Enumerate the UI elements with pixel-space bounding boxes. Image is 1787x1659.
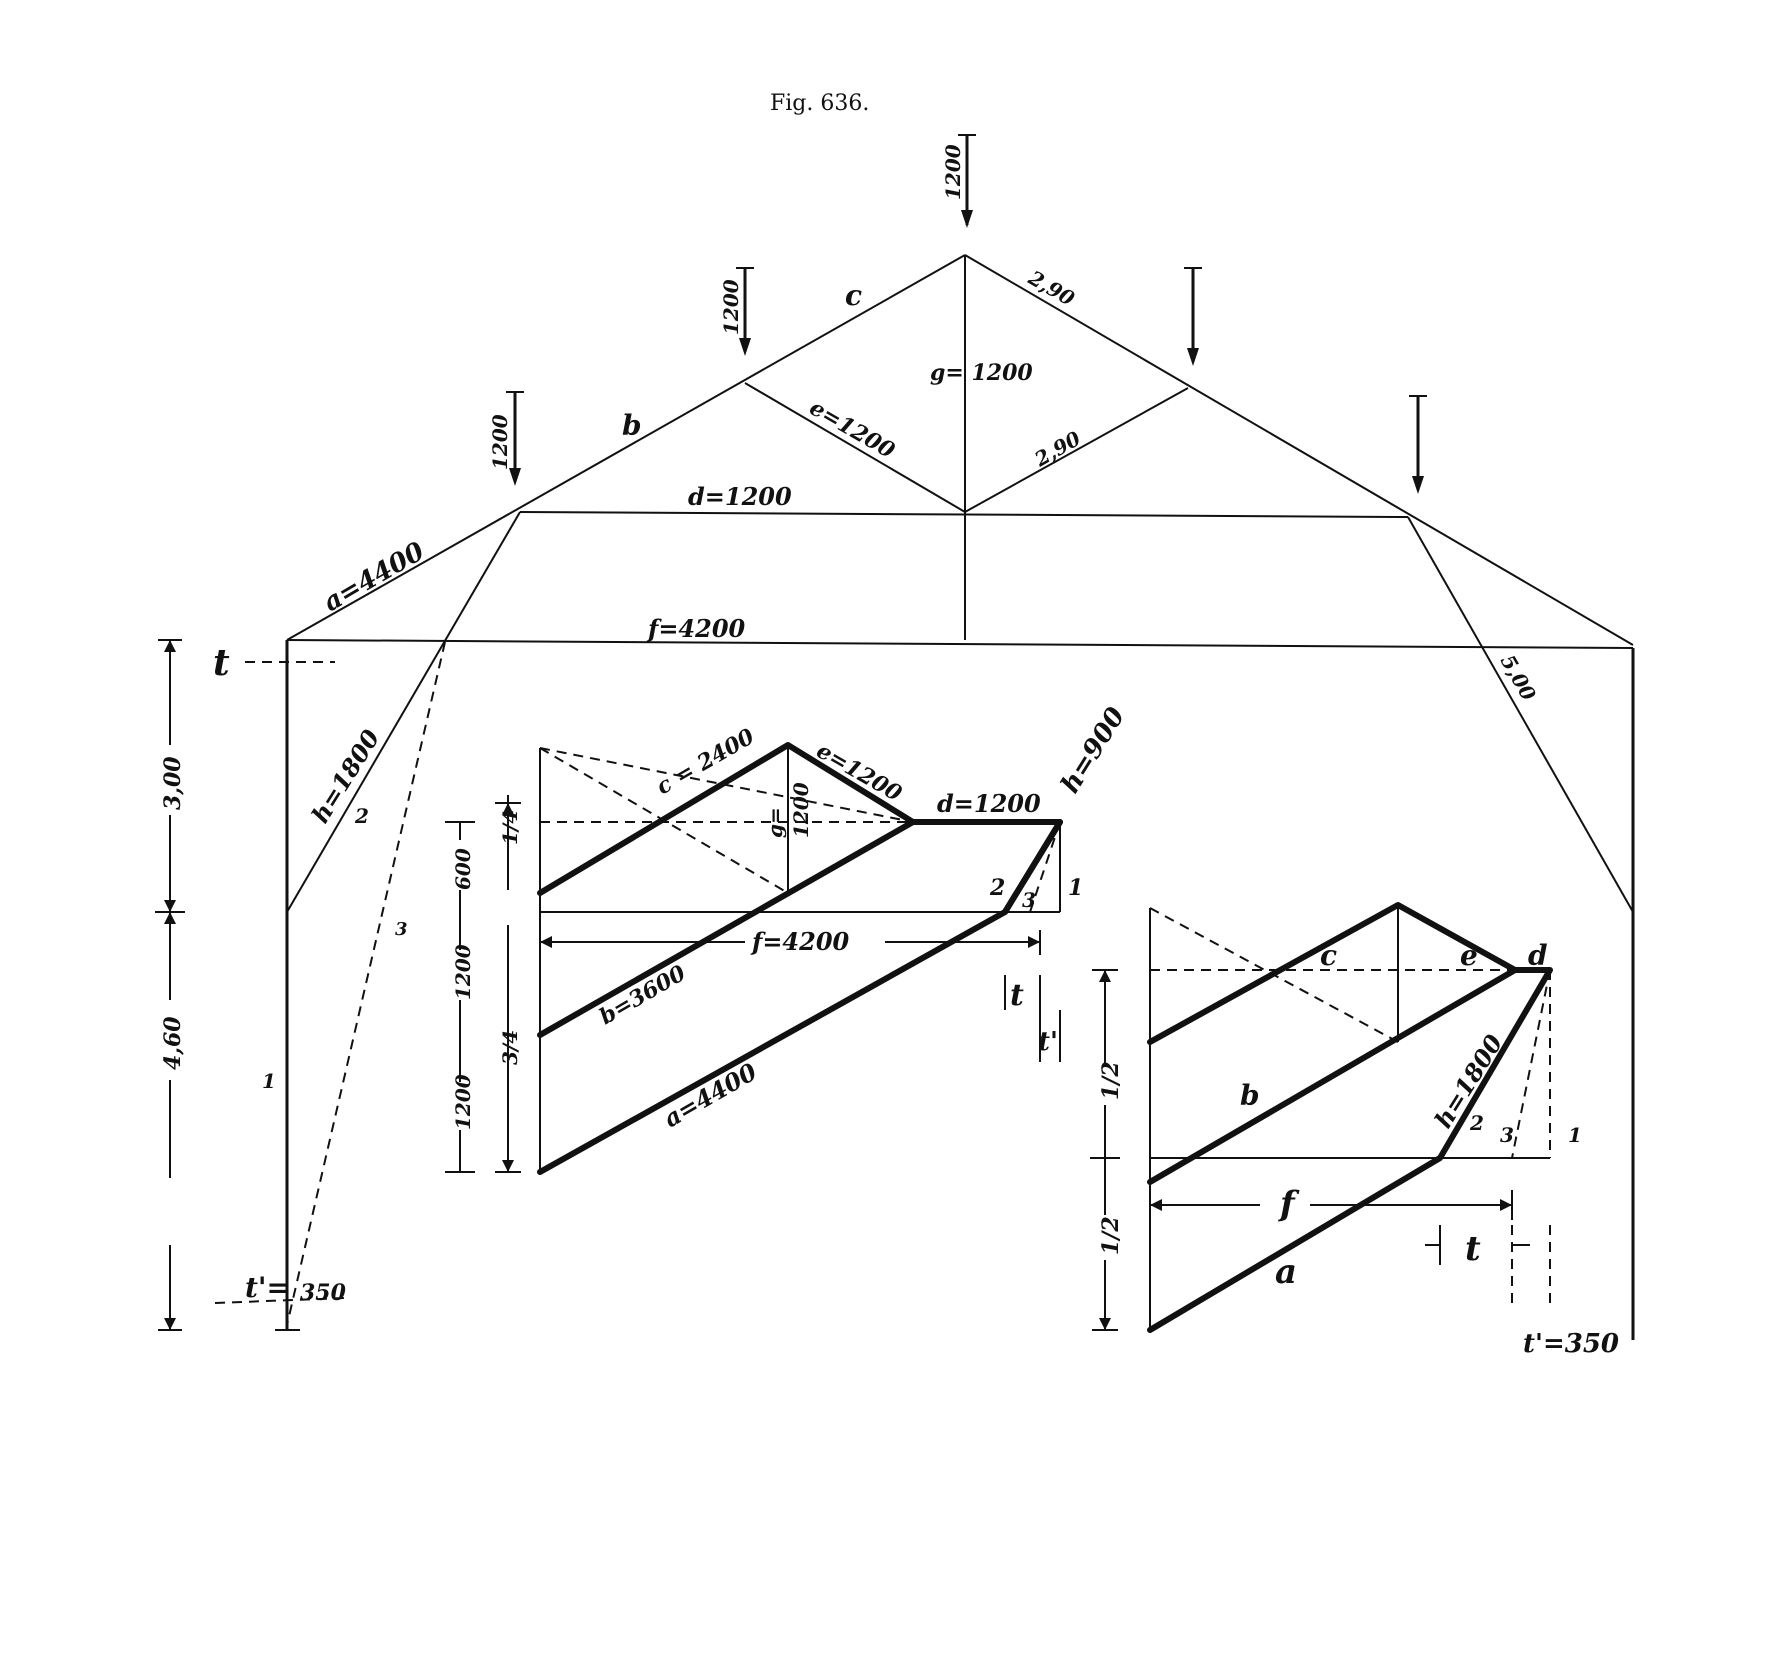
member-e-label: e=1200 <box>805 395 900 465</box>
left-rafter <box>286 254 966 641</box>
d1-e-label: e=1200 <box>812 738 907 808</box>
t-label: t <box>213 642 230 684</box>
force-diagram-2 <box>1090 902 1553 1333</box>
member-f-label: f=4200 <box>646 614 746 643</box>
dim-upper-label: 3,00 <box>160 756 186 810</box>
d1-frac-quarter: 1/4 <box>498 810 522 845</box>
d1-dim-1200-a: 1200 <box>451 944 475 1000</box>
d1-t-prime-label: t' <box>1038 1027 1058 1057</box>
force-polygon-1 <box>537 742 1063 1175</box>
d1-dim-1200-b: 1200 <box>451 1074 475 1130</box>
figure-title: Fig. 636. <box>770 91 869 116</box>
d1-frac-three-quarter: 3/4 <box>498 1030 522 1065</box>
member-right-top-label: 2,90 <box>1024 265 1079 311</box>
tie-d <box>519 511 1409 518</box>
member-c-label: c <box>845 279 862 312</box>
t-prime-value: 350 <box>300 1280 347 1306</box>
d1-g-top: g= <box>763 807 787 838</box>
member-right-inner-label: 2,90 <box>1030 426 1085 472</box>
strut-h-left <box>286 511 521 913</box>
d1-t-label: t <box>1010 978 1024 1013</box>
d2-c-label: c <box>1320 939 1337 972</box>
load-label-mid: 1200 <box>719 279 743 335</box>
d1-g-value: 1200 <box>789 782 813 838</box>
force-diagram-1 <box>445 742 1063 1175</box>
d1-n2-label: 2 <box>989 875 1005 901</box>
dim-lower-label: 4,60 <box>160 1016 186 1070</box>
member-g-label: g= 1200 <box>930 360 1033 386</box>
d2-n1-label: 1 <box>1568 1123 1582 1147</box>
load-arrows <box>506 134 1427 494</box>
truss-labels: 1200 1200 1200 c b g= 1200 e=1200 2,90 2… <box>160 144 1541 1306</box>
diagonal-e <box>744 382 966 513</box>
t-prime-line <box>214 1297 346 1304</box>
d1-n1-label: 1 <box>1068 875 1083 901</box>
left-dimensions <box>155 639 185 1331</box>
t-prime-label: t'= <box>245 1271 290 1304</box>
d1-f-label: f=4200 <box>750 927 850 956</box>
member-right-lower-label: 5,00 <box>1496 651 1541 705</box>
d2-t-prime-label: t'=350 <box>1523 1329 1619 1359</box>
member-d-label: d=1200 <box>688 482 792 511</box>
load-label-low: 1200 <box>488 414 512 470</box>
force-diagram-2-labels: c e d b h=1800 1 2 3 f a t t'=350 1/2 1/… <box>1098 939 1619 1359</box>
roof-truss <box>214 254 1635 1340</box>
diagonal-right <box>964 387 1189 513</box>
d1-dim-600: 600 <box>451 848 475 890</box>
d2-frac-lower: 1/2 <box>1098 1216 1124 1255</box>
line-3-label: 3 <box>395 919 408 940</box>
line-1-label: 1 <box>262 1069 276 1093</box>
d1-d-label: d=1200 <box>937 789 1041 818</box>
load-label-top: 1200 <box>941 144 965 200</box>
d2-b-label: b <box>1240 1079 1260 1112</box>
force-diagram-1-labels: c = 2400 e=1200 d=1200 h=900 g= 1200 f=4… <box>451 702 1131 1133</box>
d2-e-label: e <box>1460 939 1478 972</box>
thrust-line-3 <box>286 641 446 1326</box>
d2-n2-label: 2 <box>1469 1111 1484 1135</box>
tie-f <box>286 639 1634 649</box>
d2-f-label: f <box>1278 1184 1300 1224</box>
d1-h-label: h=900 <box>1055 702 1131 798</box>
member-b-label: b <box>622 409 642 442</box>
member-a-label: a=4400 <box>319 537 430 618</box>
d2-n3-label: 3 <box>1500 1123 1514 1147</box>
d1-n3-label: 3 <box>1022 888 1036 912</box>
d2-a-label: a <box>1275 1252 1297 1292</box>
d2-frac-upper: 1/2 <box>1098 1061 1124 1100</box>
right-rafter <box>964 254 1634 646</box>
d2-d-label: d <box>1528 939 1548 972</box>
strut-h-right <box>1407 516 1634 913</box>
d2-h-label: h=1800 <box>1428 1029 1508 1133</box>
force-polygon-2 <box>1147 902 1553 1333</box>
d2-t-label: t <box>1465 1229 1481 1269</box>
line-2-label: 2 <box>354 804 369 828</box>
